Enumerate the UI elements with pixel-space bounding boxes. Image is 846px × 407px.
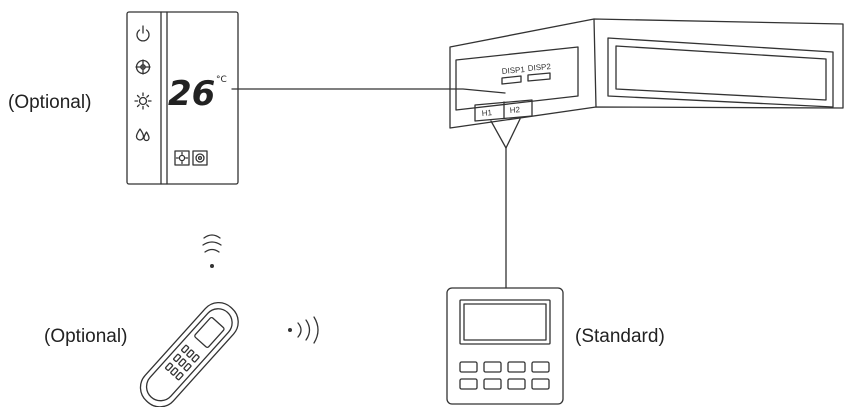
dry-icon	[135, 128, 150, 142]
panel-temperature: 26	[168, 74, 215, 114]
wired-controller-standard-label: (Standard)	[575, 326, 665, 347]
wired-controller	[446, 287, 564, 405]
controller-cable	[490, 118, 521, 289]
wall-display-panel	[126, 11, 239, 185]
sun-button-icon	[174, 150, 190, 166]
fan-button-icon	[192, 150, 208, 166]
h1-h2-connector	[474, 99, 533, 122]
power-icon	[136, 25, 150, 42]
indoor-unit	[449, 18, 844, 129]
signal-dot	[288, 328, 292, 332]
disp-terminal-2	[527, 72, 551, 82]
disp1-label: DISP1	[501, 65, 525, 76]
panel-temperature-unit: °C	[216, 75, 227, 85]
fan-icon	[135, 59, 151, 75]
disp2-label: DISP2	[527, 62, 551, 73]
h1-label: H1	[481, 108, 493, 118]
signal-icon-vertical	[202, 234, 222, 253]
signal-dot	[210, 264, 214, 268]
disp-terminal-1	[501, 75, 522, 85]
display-cable	[231, 88, 506, 94]
remote-control	[139, 301, 239, 407]
remote-optional-label: (Optional)	[44, 326, 128, 347]
sun-icon	[134, 92, 152, 110]
h2-label: H2	[509, 105, 521, 115]
signal-icon-horizontal	[297, 316, 319, 344]
wall-panel-optional-label: (Optional)	[8, 92, 92, 113]
